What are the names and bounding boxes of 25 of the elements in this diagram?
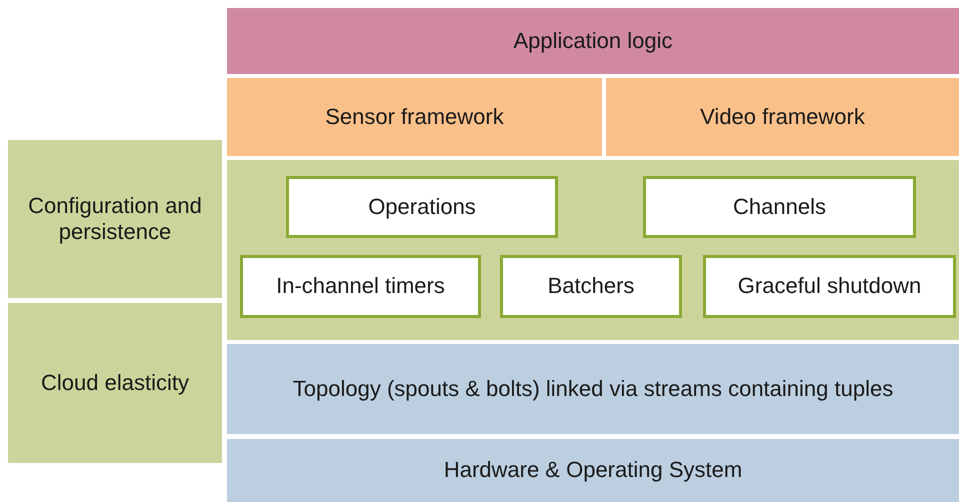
side-panel — [8, 140, 222, 298]
layer-label: Operations — [368, 194, 476, 220]
layer-band — [227, 160, 959, 340]
side-panel — [8, 303, 222, 463]
component-box — [286, 176, 558, 238]
layer-label: Batchers — [548, 273, 634, 300]
layer-label: Topology (spouts & bolts) linked via streams containing tuples — [292, 376, 894, 402]
component-box — [703, 255, 956, 318]
layer-label: Graceful shutdown — [738, 273, 922, 300]
layer-band — [227, 8, 959, 74]
layer-band — [227, 344, 959, 434]
layer-label: Configuration and persistence — [27, 192, 203, 246]
layer-label: In-channel timers — [276, 273, 445, 300]
component-box — [240, 255, 481, 318]
layer-band — [606, 78, 959, 156]
layer-label: Channels — [733, 194, 826, 220]
layer-label: Sensor framework — [325, 104, 504, 130]
layer-label: Application logic — [514, 28, 672, 54]
layer-label: Cloud elasticity — [41, 370, 189, 396]
component-box — [500, 255, 682, 318]
layer-band — [227, 78, 602, 156]
layer-band — [227, 439, 959, 502]
layer-label: Video framework — [700, 104, 865, 130]
layer-label: Hardware & Operating System — [444, 457, 742, 484]
component-box — [643, 176, 916, 238]
